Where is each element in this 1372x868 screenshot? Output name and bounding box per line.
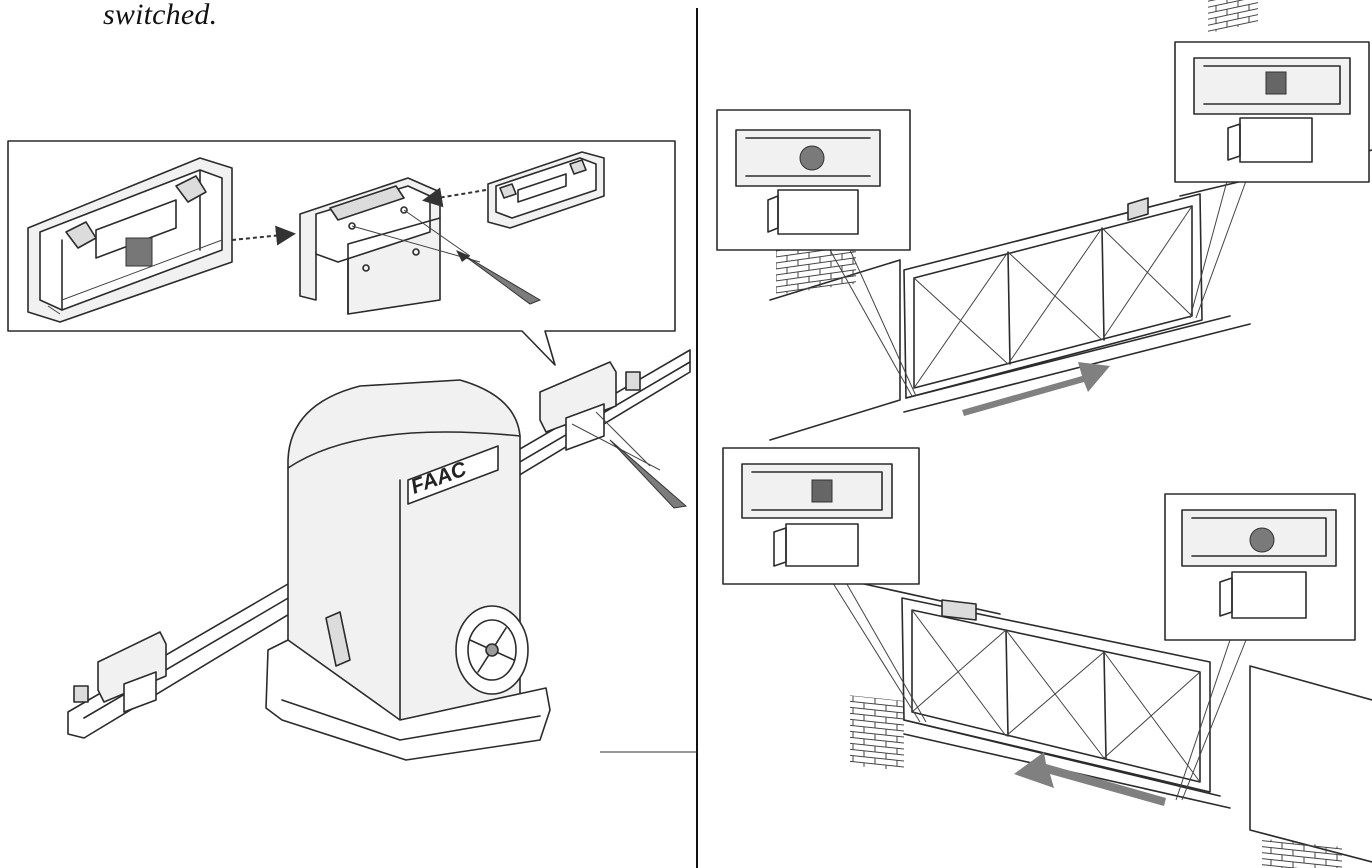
release-handwheel — [455, 605, 529, 695]
exploded-detail-callout — [7, 140, 676, 366]
release-lever — [325, 611, 351, 667]
gate-panel-top — [903, 193, 1203, 399]
arrow-left-icon — [1014, 752, 1166, 806]
motor-assembly: FAAC — [67, 349, 691, 761]
limit-switch-right — [539, 361, 688, 509]
inset-square-magnet-top-right — [1174, 41, 1370, 183]
magnet-holder-small — [487, 151, 605, 229]
square-magnet-icon — [811, 479, 833, 503]
inset-square-magnet-bottom-left — [722, 447, 920, 585]
gate-bottom-scene — [825, 571, 1372, 868]
rack-nut — [625, 371, 641, 391]
circle-magnet-icon — [799, 145, 825, 171]
square-magnet-icon — [1265, 71, 1287, 95]
circle-magnet-icon — [1249, 527, 1275, 553]
motor-base — [265, 639, 551, 761]
arrow-right-icon — [962, 362, 1110, 416]
square-magnet-icon — [125, 237, 153, 267]
limit-switch-left — [73, 631, 167, 713]
fixing-screws — [351, 209, 542, 305]
inset-round-magnet-bottom-right — [1164, 493, 1356, 641]
caption-text: switched. — [103, 0, 218, 31]
inset-round-magnet-top-left — [716, 109, 911, 251]
magnet-holder-large — [27, 157, 233, 323]
mounting-bracket — [299, 177, 441, 315]
